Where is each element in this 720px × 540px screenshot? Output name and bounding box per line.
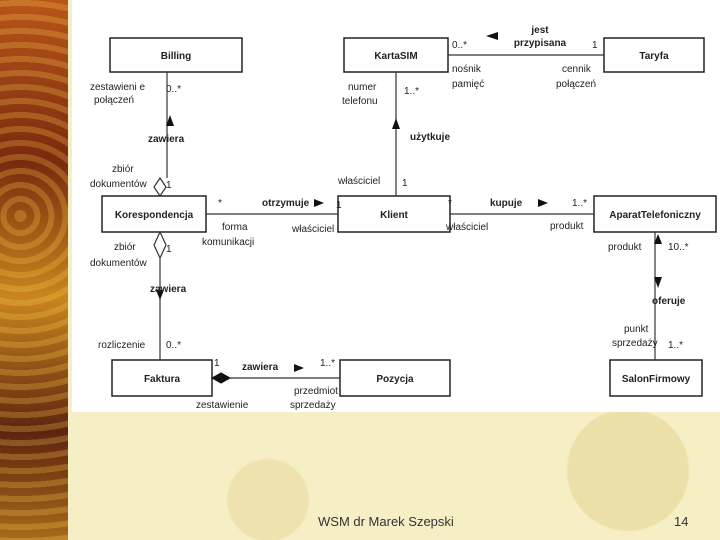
mult-kor-right: * <box>218 198 222 209</box>
mult-salon-top: 1..* <box>668 340 683 351</box>
role-wlasciciel-right: właściciel <box>445 222 488 233</box>
mult-sim-taryfa-right: 1 <box>592 40 598 51</box>
arrow-oferuje <box>654 277 662 288</box>
role-punkt-1: punkt <box>624 324 649 335</box>
class-billing-name: Billing <box>161 51 192 62</box>
footer-author: WSM dr Marek Szepski <box>318 514 454 529</box>
mult-sim-down: 1..* <box>404 86 419 97</box>
role-forma-2: komunikacji <box>202 237 254 248</box>
mult-pozycja-left: 1..* <box>320 358 335 369</box>
mult-aparat-left: 1..* <box>572 198 587 209</box>
role-produkt-right: produkt <box>608 242 642 253</box>
role-zbior-top-1: zbiór <box>112 164 134 175</box>
role-zbior-bot-1: zbiór <box>114 242 136 253</box>
rel-zawiera-top: zawiera <box>148 134 185 145</box>
role-produkt-top: produkt <box>550 221 584 232</box>
role-zestawienie-polaczen-2: połączeń <box>94 95 134 106</box>
mult-faktura-right: 1 <box>214 358 220 369</box>
class-kartasim: KartaSIM <box>343 37 449 73</box>
class-aparattelefoniczny: AparatTelefoniczny <box>593 195 717 233</box>
association-lines <box>159 54 656 379</box>
arrow-zawiera-mid <box>156 290 164 300</box>
role-zbior-top-2: dokumentów <box>90 179 147 190</box>
mult-kor-bottom: 1 <box>166 244 172 255</box>
mult-klient-right: * <box>448 198 452 209</box>
mult-klient-top: 1 <box>402 178 408 189</box>
class-faktura-name: Faktura <box>144 374 181 385</box>
diagram-canvas: Billing KartaSIM Taryfa Korespondencja K… <box>90 25 717 411</box>
role-numer-2: telefonu <box>342 96 378 107</box>
role-rozliczenie: rozliczenie <box>98 340 146 351</box>
class-pozycja: Pozycja <box>339 359 451 397</box>
rel-oferuje: oferuje <box>652 296 686 307</box>
class-korespondencja: Korespondencja <box>101 195 207 233</box>
composition-diamond <box>210 372 232 384</box>
role-cennik-2: połączeń <box>556 79 596 90</box>
arrow-kupuje <box>538 199 548 207</box>
page-number: 14 <box>674 514 689 529</box>
role-zbior-bot-2: dokumentów <box>90 258 147 269</box>
arrow-uzytkuje <box>392 118 400 129</box>
left-decorative-band <box>0 0 68 540</box>
uml-class-diagram: Billing KartaSIM Taryfa Korespondencja K… <box>72 0 720 412</box>
role-zestawienie-polaczen-1: zestawieni e <box>90 82 145 93</box>
role-wlasciciel-left: właściciel <box>291 224 334 235</box>
class-billing: Billing <box>109 37 243 73</box>
class-salonfirmowy: SalonFirmowy <box>609 359 703 397</box>
mult-klient-left: 1 <box>336 200 342 211</box>
arrow-aparat-up <box>654 234 662 244</box>
role-przedmiot-1: przedmiot <box>294 386 338 397</box>
role-wlasciciel-vert: właściciel <box>337 176 380 187</box>
role-cennik-1: cennik <box>562 64 592 75</box>
rel-jest: jest <box>530 25 549 36</box>
mult-billing-down: 0..* <box>166 84 181 95</box>
class-taryfa-name: Taryfa <box>639 51 669 62</box>
class-klient-name: Klient <box>380 210 408 221</box>
rel-zawiera-bottom: zawiera <box>242 362 279 373</box>
role-forma-1: forma <box>222 222 248 233</box>
class-kartasim-name: KartaSIM <box>374 51 417 62</box>
class-aparat-name: AparatTelefoniczny <box>609 210 701 221</box>
role-nosnik-2: pamięć <box>452 79 484 90</box>
arrow-zawiera-bottom <box>294 364 304 372</box>
rel-otrzymuje: otrzymuje <box>262 198 310 209</box>
aggregation-diamond-bottom <box>153 230 167 260</box>
class-taryfa: Taryfa <box>603 37 705 73</box>
class-korespondencja-name: Korespondencja <box>115 210 194 221</box>
role-nosnik-1: nośnik <box>452 64 482 75</box>
mult-faktura-top: 0..* <box>166 340 181 351</box>
role-punkt-2: sprzedaży <box>612 338 658 349</box>
role-numer-1: numer <box>348 82 377 93</box>
arrow-jest-przypisana <box>486 32 498 40</box>
arrow-zawiera-top <box>166 115 174 126</box>
role-przedmiot-2: sprzedaży <box>290 400 336 411</box>
rel-uzytkuje: użytkuje <box>410 132 450 143</box>
rel-zawiera-mid: zawiera <box>150 284 187 295</box>
mult-kor-top: 1 <box>166 180 172 191</box>
class-salon-name: SalonFirmowy <box>622 374 691 385</box>
class-klient: Klient <box>337 195 451 233</box>
mult-aparat-down: 10..* <box>668 242 689 253</box>
role-zestawienie: zestawienie <box>196 400 249 411</box>
class-pozycja-name: Pozycja <box>376 374 414 385</box>
class-faktura: Faktura <box>111 359 213 397</box>
rel-kupuje: kupuje <box>490 198 523 209</box>
aggregation-diamond-top <box>153 176 167 198</box>
arrow-otrzymuje <box>314 199 324 207</box>
rel-przypisana: przypisana <box>514 38 567 49</box>
mult-sim-taryfa-left: 0..* <box>452 40 467 51</box>
